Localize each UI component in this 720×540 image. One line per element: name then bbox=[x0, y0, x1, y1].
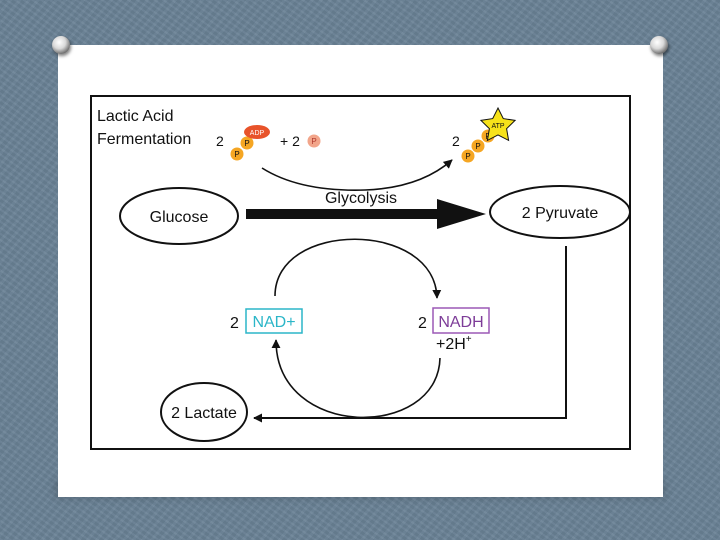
atp-phosphate-2 bbox=[471, 139, 485, 153]
nad-box bbox=[245, 308, 303, 334]
free-phosphate-icon bbox=[307, 134, 321, 148]
phosphate-coefficient: + 2 bbox=[280, 133, 300, 149]
nadh-coefficient: 2 bbox=[418, 315, 427, 332]
atp-label: ATP bbox=[491, 123, 504, 130]
nad-to-nadh-arrow bbox=[274, 238, 442, 299]
nadh-label: NADH bbox=[438, 314, 483, 331]
glucose-node bbox=[119, 187, 239, 245]
adp-phosphate-2 bbox=[240, 136, 254, 150]
pyruvate-label: 2 Pyruvate bbox=[522, 205, 599, 222]
glycolysis-arrow bbox=[246, 199, 486, 229]
adp-coefficient: 2 bbox=[216, 133, 224, 149]
nad-coefficient: 2 bbox=[230, 315, 239, 332]
adp-base bbox=[244, 125, 270, 139]
pin-top-left-icon bbox=[52, 36, 70, 54]
diagram-title-line2: Fermentation bbox=[97, 131, 191, 148]
atp-molecule-icon: P P P ATP bbox=[461, 106, 517, 163]
nad-label: NAD+ bbox=[252, 314, 295, 331]
glycolysis-label: Glycolysis bbox=[325, 190, 397, 207]
adp-molecule-icon: P P ADP bbox=[230, 125, 270, 161]
atp-phosphate-2-label: P bbox=[475, 142, 480, 151]
atp-phosphate-1-label: P bbox=[465, 152, 470, 161]
nadh-to-nad-arrow bbox=[271, 339, 441, 419]
atp-star bbox=[479, 106, 517, 142]
adp-phosphate-2-label: P bbox=[244, 139, 249, 148]
atp-coefficient: 2 bbox=[452, 133, 460, 149]
glucose-label: Glucose bbox=[150, 209, 209, 226]
free-phosphate-label: P bbox=[311, 137, 316, 146]
slide bbox=[58, 45, 663, 497]
lactate-label: 2 Lactate bbox=[171, 405, 237, 422]
nadh-box bbox=[432, 307, 490, 334]
diagram-title-line1: Lactic Acid bbox=[97, 108, 173, 125]
hydrogen-text: +2H bbox=[436, 336, 466, 353]
lactate-node bbox=[160, 382, 248, 442]
hydrogen-superscript: + bbox=[466, 334, 472, 345]
atp-formation-arrow bbox=[261, 159, 453, 191]
pin-top-right-icon bbox=[650, 36, 668, 54]
atp-phosphate-1 bbox=[461, 149, 475, 163]
adp-phosphate-1 bbox=[230, 147, 244, 161]
adp-phosphate-1-label: P bbox=[234, 150, 239, 159]
diagram-frame bbox=[90, 95, 631, 450]
adp-label: ADP bbox=[250, 130, 265, 137]
hydrogen-label: +2H+ bbox=[436, 334, 472, 353]
pyruvate-node bbox=[489, 185, 631, 239]
